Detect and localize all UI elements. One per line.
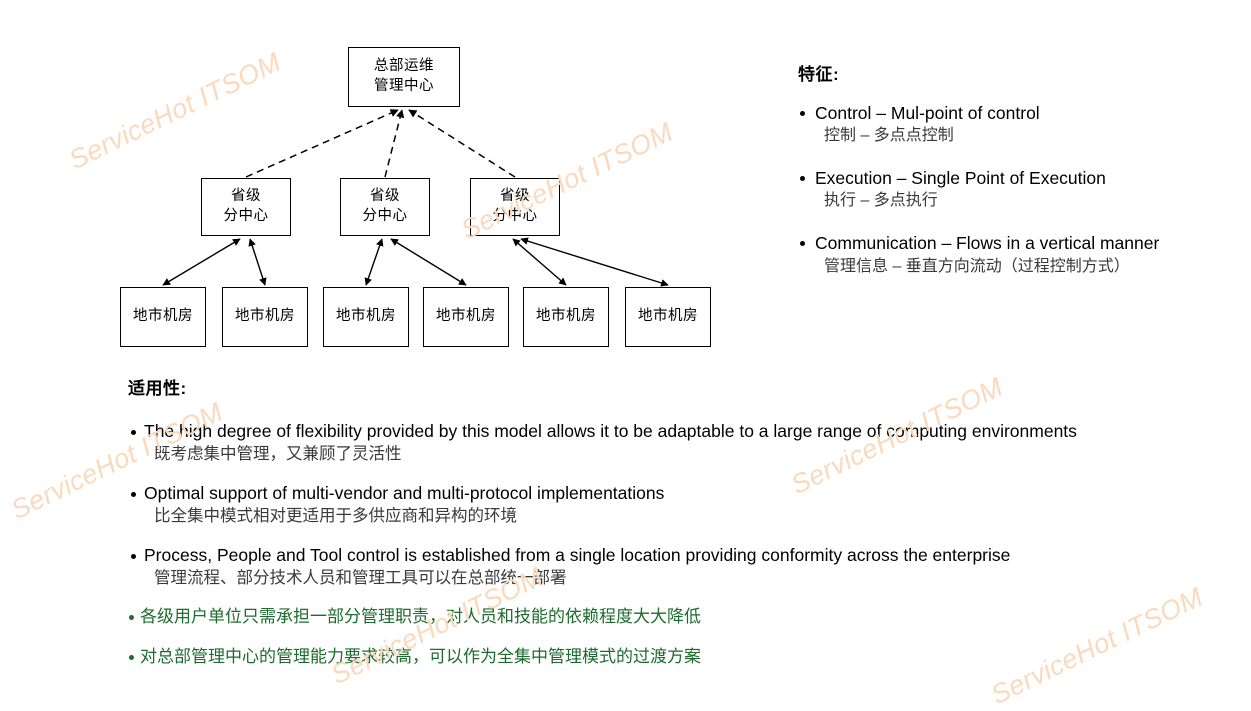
node-province-2-line2: 分中心 [362, 208, 408, 224]
feature-item-3-zh: 管理信息 – 垂直方向流动（过程控制方式） [824, 257, 1130, 275]
node-province-1-line1: 省级 [231, 188, 261, 205]
node-city-3-label: 地市机房 [336, 308, 396, 325]
feature-item-2-en: Execution – Single Point of Execution [815, 168, 1106, 189]
node-province-2-line1: 省级 [370, 188, 400, 205]
applicability-item-2: Optimal support of multi-vendor and mult… [128, 483, 1238, 528]
applicability-title: 适用性: [128, 379, 187, 398]
applicability-item-1-en: The high degree of flexibility provided … [144, 421, 1077, 441]
node-city-1-label: 地市机房 [133, 308, 193, 325]
node-province-3: 省级 分中心 [470, 178, 560, 236]
applicability-item-5-zh: 对总部管理中心的管理能力要求较高，可以作为全集中管理模式的过渡方案 [140, 647, 701, 667]
bullet-dot-icon [129, 615, 134, 621]
applicability-item-2-en: Optimal support of multi-vendor and mult… [144, 482, 665, 503]
node-city-1: 地市机房 [120, 287, 206, 347]
dashed-link-province-to-hq [245, 109, 516, 178]
node-city-6: 地市机房 [625, 287, 711, 347]
node-province-1-line2: 分中心 [223, 208, 269, 224]
bullet-dot-icon [800, 176, 805, 182]
applicability-item-4: 各级用户单位只需承担一部分管理职责，对人员和技能的依赖程度大大降低 [128, 606, 1238, 628]
feature-item-3-en: Communication – Flows in a vertical mann… [815, 233, 1160, 254]
applicability-item-1-zh: 既考虑集中管理，又兼顾了灵活性 [154, 445, 402, 464]
applicability-item-1: The high degree of flexibility provided … [128, 421, 1238, 466]
features-title: 特征: [798, 65, 840, 84]
org-hierarchy-diagram: 总部运维 管理中心 省级 分中心 省级 分中心 省级 分中心 地市机房 地市机房… [0, 0, 760, 370]
node-city-2: 地市机房 [222, 287, 308, 347]
node-city-5: 地市机房 [523, 287, 609, 347]
node-province-1: 省级 分中心 [201, 178, 291, 236]
node-province-3-line1: 省级 [500, 188, 530, 205]
node-province-2: 省级 分中心 [340, 178, 430, 236]
node-city-4-label: 地市机房 [436, 308, 496, 325]
node-headquarters: 总部运维 管理中心 [348, 47, 460, 107]
applicability-item-3: Process, People and Tool control is esta… [128, 545, 1238, 590]
node-headquarters-line1: 总部运维 [374, 58, 434, 75]
features-panel: 特征: Control – Mul-point of control 控制 – … [798, 60, 1238, 298]
node-city-6-label: 地市机房 [638, 308, 698, 325]
applicability-item-3-zh: 管理流程、部分技术人员和管理工具可以在总部统一部署 [154, 568, 567, 587]
bullet-dot-icon [131, 491, 136, 497]
feature-item-2-zh: 执行 – 多点执行 [824, 192, 938, 210]
node-headquarters-line2: 管理中心 [374, 78, 434, 94]
applicability-panel: 适用性: The high degree of flexibility prov… [128, 374, 1238, 687]
feature-item-1-en: Control – Mul-point of control [815, 103, 1040, 123]
applicability-item-3-en: Process, People and Tool control is esta… [144, 544, 1011, 565]
solid-link-city-to-province [162, 237, 669, 287]
node-city-3: 地市机房 [323, 287, 409, 347]
bullet-dot-icon [800, 241, 805, 247]
feature-item-2: Execution – Single Point of Execution 执行… [798, 168, 1238, 212]
applicability-item-4-zh: 各级用户单位只需承担一部分管理职责，对人员和技能的依赖程度大大降低 [140, 607, 701, 627]
node-city-2-label: 地市机房 [235, 308, 295, 325]
node-city-4: 地市机房 [423, 287, 509, 347]
applicability-item-5: 对总部管理中心的管理能力要求较高，可以作为全集中管理模式的过渡方案 [128, 646, 1238, 668]
feature-item-1-zh: 控制 – 多点点控制 [824, 127, 954, 145]
node-city-5-label: 地市机房 [536, 308, 596, 325]
bullet-dot-icon [800, 111, 805, 116]
node-province-3-line2: 分中心 [492, 208, 538, 224]
bullet-dot-icon [131, 553, 136, 559]
bullet-dot-icon [131, 430, 136, 435]
feature-item-3: Communication – Flows in a vertical mann… [798, 233, 1238, 277]
bullet-dot-icon [129, 655, 134, 661]
feature-item-1: Control – Mul-point of control 控制 – 多点点控… [798, 103, 1238, 147]
applicability-item-2-zh: 比全集中模式相对更适用于多供应商和异构的环境 [154, 507, 517, 526]
diagram-connectors [162, 109, 669, 287]
